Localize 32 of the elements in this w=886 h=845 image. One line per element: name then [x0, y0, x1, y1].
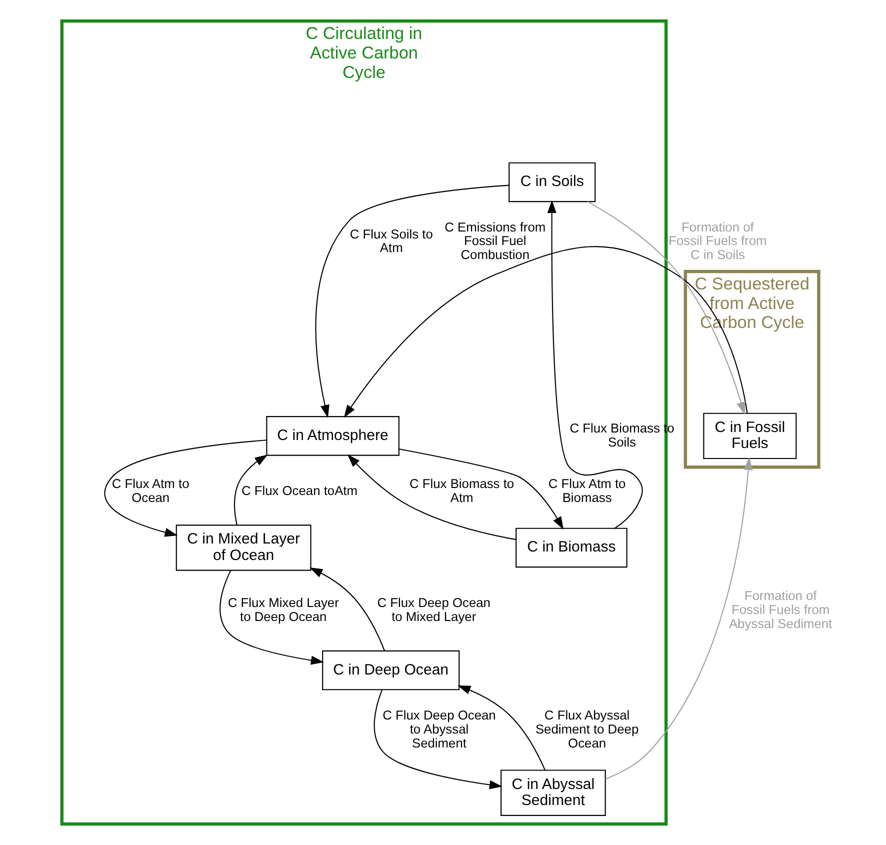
node-box: C in Abyssal Sediment	[500, 770, 606, 816]
arrow	[220, 570, 324, 665]
edge-label: Formation of Fossil Fuels from Abyssal Sediment	[728, 588, 832, 631]
node-box: C in Deep Ocean	[322, 650, 460, 690]
arrow	[588, 201, 746, 415]
arrow	[347, 454, 516, 540]
arrow	[315, 184, 509, 418]
edge-label: C Flux Deep Ocean to Abyssal Sediment	[382, 707, 496, 750]
arrow	[605, 457, 753, 780]
arrow	[374, 690, 502, 790]
edge-label: C Flux Mixed Layer to Deep Ocean	[228, 594, 339, 624]
edge-label: C Flux Soils to Atm	[350, 226, 433, 256]
node-box: C in Biomass	[516, 528, 628, 568]
edge-label: C Flux Atm to Biomass	[548, 476, 626, 506]
arrow	[310, 568, 386, 651]
arrow	[458, 685, 546, 770]
node-box: C in Soils	[508, 162, 596, 202]
edge-label: C Flux Atm to Ocean	[112, 476, 190, 506]
arrow	[344, 246, 748, 418]
edge-label: C Flux Ocean toAtm	[241, 483, 358, 498]
node-box: C in Atmosphere	[266, 416, 400, 456]
arrow	[234, 454, 268, 526]
node-box: C in Mixed Layer of Ocean	[176, 524, 312, 571]
arrow	[104, 440, 267, 537]
arrow	[547, 200, 643, 529]
arrow	[398, 448, 564, 530]
edge-label: C Flux Abyssal Sediment to Deep Ocean	[535, 707, 639, 750]
edge-label: C Flux Biomass to Atm	[410, 476, 514, 506]
node-box: C in Fossil Fuels	[703, 412, 797, 460]
edge-label: Formation of Fossil Fuels from C in Soils	[668, 219, 767, 262]
edge-label: C Flux Deep Ocean to Mixed Layer	[377, 594, 490, 624]
edge-label: C Emissions from Fossil Fuel Combustion	[444, 219, 546, 262]
